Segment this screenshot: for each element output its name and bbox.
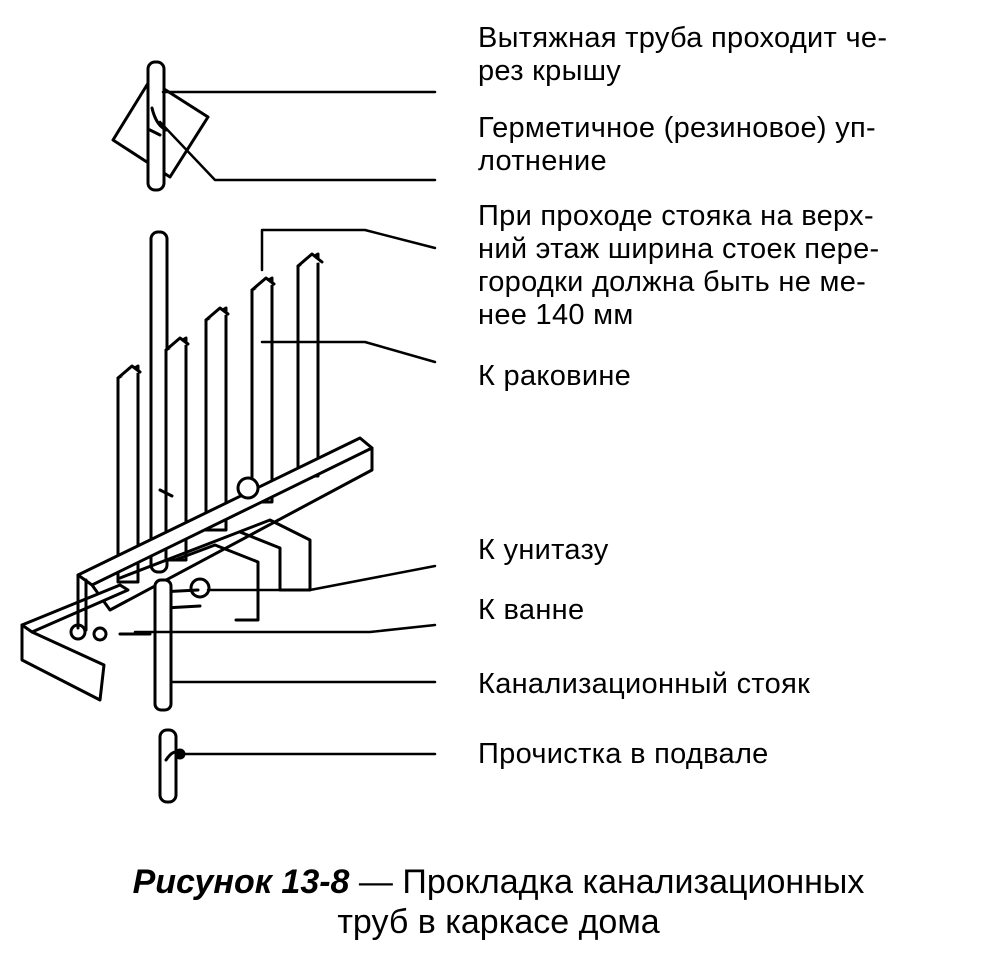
label-toilet: К унитазу bbox=[478, 534, 609, 567]
label-vent: Вытяжная труба проходит че- рез крышу bbox=[478, 22, 887, 88]
label-studs-line: нее 140 мм bbox=[478, 299, 634, 331]
caption-text-2: труб в каркасе дома bbox=[337, 903, 660, 941]
figure-caption: Рисунок 13-8 — Прокладка канализационных… bbox=[0, 862, 997, 942]
label-cleanout-line: Прочистка в подвале bbox=[478, 738, 769, 770]
label-cleanout: Прочистка в подвале bbox=[478, 738, 769, 771]
label-sink-line: К раковине bbox=[478, 360, 632, 392]
label-studs-line: При проходе стояка на верх- bbox=[478, 200, 874, 232]
label-vent-line: Вытяжная труба проходит че- bbox=[478, 22, 888, 54]
label-studs-line: городки должна быть не ме- bbox=[478, 266, 867, 298]
label-bath: К ванне bbox=[478, 594, 584, 627]
cleanout-pipe bbox=[158, 728, 186, 804]
label-stack-line: Канализационный стояк bbox=[478, 668, 811, 700]
caption-line-1: Рисунок 13-8 — Прокладка канализационных bbox=[0, 862, 997, 902]
label-stack: Канализационный стояк bbox=[478, 668, 810, 701]
caption-dash: — bbox=[349, 863, 403, 901]
label-seal-line: Герметичное (резиновое) уп- bbox=[478, 112, 876, 144]
label-studs-line: ний этаж ширина стоек пере- bbox=[478, 233, 880, 265]
leader-lines bbox=[133, 90, 437, 756]
label-toilet-line: К унитазу bbox=[478, 534, 609, 566]
label-seal: Герметичное (резиновое) уп- лотнение bbox=[478, 112, 876, 178]
label-seal-line: лотнение bbox=[478, 145, 607, 177]
sewer-stack-pipe bbox=[153, 578, 173, 712]
label-vent-line: рез крышу bbox=[478, 55, 622, 87]
pipe-fittings bbox=[69, 476, 260, 642]
label-bath-line: К ванне bbox=[478, 594, 585, 626]
label-studs: При проходе стояка на верх- ний этаж шир… bbox=[478, 200, 879, 332]
floor-plate bbox=[20, 436, 374, 702]
label-sink: К раковине bbox=[478, 360, 631, 393]
caption-text-1: Прокладка канализационных bbox=[402, 863, 865, 901]
partition-studs bbox=[116, 252, 324, 584]
roof-flashing-diagram bbox=[111, 60, 210, 192]
figure-number: Рисунок 13-8 bbox=[132, 863, 350, 901]
